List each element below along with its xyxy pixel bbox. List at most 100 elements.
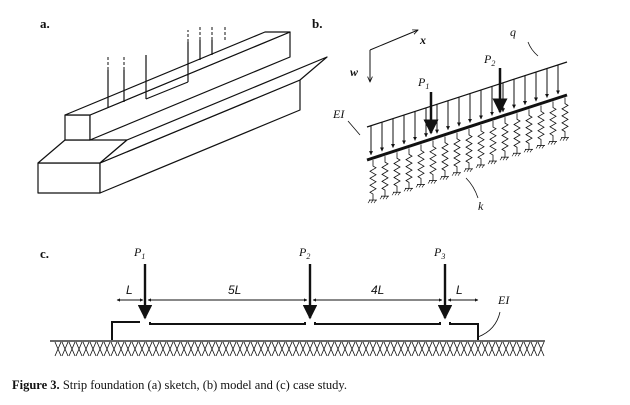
spring-hatch — [415, 184, 419, 188]
dim-right-label: L — [456, 283, 463, 297]
p2-b-sub: 2 — [491, 59, 495, 68]
hatch-line — [180, 341, 188, 357]
spring — [537, 105, 545, 146]
spring-hatch — [403, 188, 407, 192]
hatch-line — [327, 341, 335, 357]
spring-hatch — [541, 145, 545, 149]
spring — [525, 109, 533, 150]
spring-hatch — [409, 188, 413, 192]
spring-hatch — [529, 149, 533, 153]
p3-c-sub: 3 — [440, 252, 445, 261]
hatch-line — [166, 341, 174, 357]
q-leader-line — [527, 41, 539, 57]
point-load-p1-c: P1 — [133, 245, 153, 320]
ei-leader-line — [347, 120, 361, 136]
spring-hatch — [565, 137, 569, 141]
hatch-line — [509, 341, 517, 357]
hatch-line — [488, 341, 496, 357]
point-load-p2-b: P2 — [483, 52, 508, 114]
foundation-beam-section — [111, 321, 479, 340]
hatch-line — [397, 341, 405, 357]
hatch-line — [75, 341, 83, 357]
spring-hatch — [391, 192, 395, 196]
spring-hatch — [553, 141, 557, 145]
axis-x-label: x — [419, 33, 426, 47]
hatch-line — [432, 341, 440, 357]
hatch-line — [404, 341, 412, 357]
spring-hatch — [475, 164, 479, 169]
spring-hatch — [478, 164, 482, 169]
spring-hatch — [418, 184, 422, 188]
hatch-line — [159, 341, 167, 357]
spring-hatch — [466, 168, 470, 173]
caption-label: Figure 3. — [12, 378, 60, 392]
hatch-line — [117, 341, 125, 357]
hatch-line — [453, 341, 461, 357]
svg-text:P1: P1 — [133, 245, 145, 261]
panel-label-c: c. — [40, 246, 49, 261]
p1-b-label: P — [417, 75, 426, 89]
p2-c-sub: 2 — [306, 252, 310, 261]
spring-hatch — [379, 195, 383, 200]
spring-hatch — [502, 156, 506, 161]
hatch-line — [152, 341, 160, 357]
spring — [417, 144, 425, 185]
hatch-line — [236, 341, 244, 357]
spring-hatch — [514, 153, 518, 157]
spring-hatch — [457, 172, 461, 176]
beam-stiffness-label-b: EI — [332, 107, 345, 121]
spring-hatch — [490, 160, 494, 165]
hatch-line — [145, 341, 153, 357]
panel-label-a: a. — [40, 16, 50, 31]
hatch-line — [271, 341, 279, 357]
ground-hatching — [54, 341, 545, 357]
hatch-line — [467, 341, 475, 357]
hatch-line — [131, 341, 139, 357]
point-load-p3-c: P3 — [433, 245, 453, 320]
caption-text: Strip foundation (a) sketch, (b) model a… — [59, 378, 347, 392]
hatch-line — [418, 341, 426, 357]
spring — [453, 132, 461, 173]
panel-label-b: b. — [312, 16, 322, 31]
spring-hatch — [487, 160, 491, 165]
svg-text:P2: P2 — [483, 52, 495, 68]
hatch-line — [187, 341, 195, 357]
hatch-line — [96, 341, 104, 357]
load-top-line — [366, 61, 568, 128]
spring — [405, 148, 413, 189]
hatch-line — [495, 341, 503, 357]
hatch-line — [355, 341, 363, 357]
spring-hatch — [523, 149, 527, 153]
spring-hatch — [373, 199, 377, 204]
spring-hatch — [385, 195, 389, 200]
hatch-line — [313, 341, 321, 357]
coordinate-axes: x w — [350, 30, 426, 82]
spring-hatch — [397, 192, 401, 196]
hatch-line — [537, 341, 545, 357]
p1-b-sub: 1 — [425, 82, 429, 91]
spring-hatch — [382, 195, 386, 200]
spring-hatch — [469, 168, 473, 173]
svg-text:P2: P2 — [298, 245, 310, 261]
p2-c-label: P — [298, 245, 307, 259]
spring-hatch — [406, 188, 410, 192]
ei-c-leader-line — [477, 311, 501, 338]
dim-4l-label: 4L — [371, 283, 384, 297]
spring-hatch — [511, 153, 515, 157]
spring-hatch — [454, 172, 458, 176]
spring-hatch — [505, 156, 509, 161]
spring — [465, 128, 473, 169]
spring — [489, 121, 497, 162]
spring — [441, 136, 449, 177]
spring-hatch — [367, 199, 371, 204]
spring — [513, 113, 521, 154]
spring — [549, 101, 557, 142]
p1-c-sub: 1 — [141, 252, 145, 261]
hatch-line — [243, 341, 251, 357]
hatch-line — [264, 341, 272, 357]
spring-hatch — [493, 160, 497, 165]
hatch-line — [362, 341, 370, 357]
hatch-line — [530, 341, 538, 357]
hatch-line — [222, 341, 230, 357]
